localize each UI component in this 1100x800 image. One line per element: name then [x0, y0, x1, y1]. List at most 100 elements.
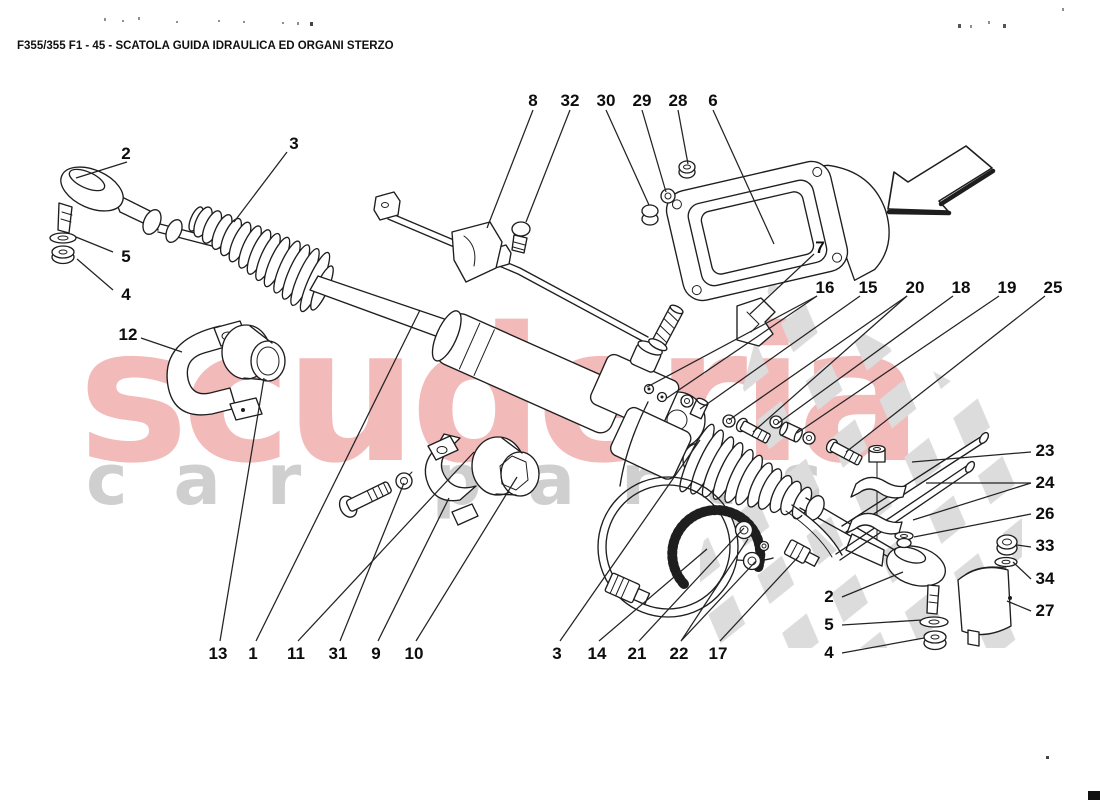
leader-line [339, 482, 405, 642]
part-label-12: 12 [119, 325, 138, 344]
part-label-31: 31 [329, 644, 348, 663]
part-label-22: 22 [670, 644, 689, 663]
cover-washer [660, 188, 676, 204]
hydraulic-pipe-upper [373, 191, 649, 344]
part-label-19: 19 [998, 278, 1017, 297]
leader-line [913, 513, 1032, 538]
pipe-clamp-stack [846, 444, 914, 549]
part-label-6: 6 [708, 91, 717, 110]
part-label-11: 11 [287, 644, 305, 663]
valve-body [589, 304, 684, 432]
part-label-29: 29 [633, 91, 652, 110]
part-label-5: 5 [824, 615, 833, 634]
leader-line [680, 560, 757, 642]
leader-line [525, 109, 571, 223]
leader-line [297, 451, 475, 642]
part-label-10: 10 [405, 644, 424, 663]
scan-artifacts [104, 8, 1100, 800]
mounting-hardware-row [680, 394, 863, 466]
part-label-34: 34 [1036, 569, 1055, 588]
corner-mark [1088, 791, 1100, 800]
leader-line [845, 295, 1046, 453]
part-label-28: 28 [669, 91, 688, 110]
hose-fitting-right [783, 539, 820, 568]
leader-line [841, 571, 904, 598]
leader-line [1016, 544, 1032, 548]
hose-coil-guard [667, 505, 766, 589]
part-label-7: 7 [815, 238, 824, 257]
part-label-9: 9 [371, 644, 380, 663]
part-label-30: 30 [597, 91, 616, 110]
part-label-18: 18 [952, 278, 971, 297]
leader-line [559, 439, 701, 642]
pad-bolt [511, 221, 531, 254]
leader-line [728, 295, 908, 421]
part-label-5: 5 [121, 247, 130, 266]
part-label-32: 32 [561, 91, 580, 110]
leader-line [1006, 600, 1032, 612]
bellows-right [609, 406, 813, 520]
part-label-24: 24 [1036, 473, 1055, 492]
part-label-16: 16 [816, 278, 835, 297]
part-label-13: 13 [209, 644, 228, 663]
mount-bushing-half [471, 436, 540, 497]
lock-washer [395, 471, 413, 490]
input-shaft [648, 304, 684, 352]
leader-line [75, 161, 128, 179]
pipe-bushing [868, 444, 886, 463]
part-label-20: 20 [906, 278, 925, 297]
leader-line [140, 337, 183, 353]
leader-line [255, 309, 421, 642]
tie-rod-end-right [845, 533, 949, 651]
hose-fitting-left [604, 572, 651, 606]
page-title: F355/355 F1 - 45 - SCATOLA GUIDA IDRAULI… [17, 40, 394, 52]
part-label-3: 3 [552, 644, 561, 663]
mount-clamp-half [424, 433, 479, 526]
part-label-2: 2 [121, 144, 130, 163]
leader-line [638, 527, 745, 642]
part-label-21: 21 [628, 644, 647, 663]
part-label-3: 3 [289, 134, 298, 153]
feed-pipes [835, 431, 990, 561]
leader-line [75, 236, 114, 253]
leader-line [796, 295, 1000, 434]
leader-line [841, 637, 925, 654]
part-label-23: 23 [1036, 441, 1055, 460]
part-label-1: 1 [248, 644, 257, 663]
part-label-8: 8 [528, 91, 537, 110]
watermark-checker-flag [700, 282, 1022, 648]
leader-line [415, 476, 518, 642]
steering-assembly-art [49, 145, 1018, 651]
leader-line [641, 109, 667, 193]
tie-rod-end-left [49, 166, 162, 265]
cover-spacer [641, 204, 659, 226]
pipe-clamp-upper [850, 476, 907, 499]
part-label-15: 15 [859, 278, 878, 297]
leader-line [76, 258, 114, 291]
part-label-33: 33 [1036, 536, 1055, 555]
cover-nut [678, 160, 696, 179]
part-label-14: 14 [588, 644, 607, 663]
part-label-27: 27 [1036, 601, 1055, 620]
leader-line [677, 109, 689, 165]
leader-line [841, 619, 923, 626]
part-label-2: 2 [824, 587, 833, 606]
leader-line [712, 109, 775, 245]
part-label-4: 4 [121, 285, 131, 304]
leader-line [646, 295, 818, 388]
leader-line [377, 497, 450, 642]
part-label-17: 17 [709, 644, 728, 663]
leader-line [1012, 561, 1032, 580]
guard-hardware [957, 534, 1018, 647]
rubber-pad [451, 221, 503, 283]
leader-line [776, 295, 954, 425]
leader-line [749, 253, 815, 315]
leader-lines [75, 109, 1046, 654]
leader-line [719, 555, 800, 642]
part-label-25: 25 [1044, 278, 1063, 297]
mount-bolt [338, 481, 392, 518]
leader-line [912, 482, 1032, 521]
